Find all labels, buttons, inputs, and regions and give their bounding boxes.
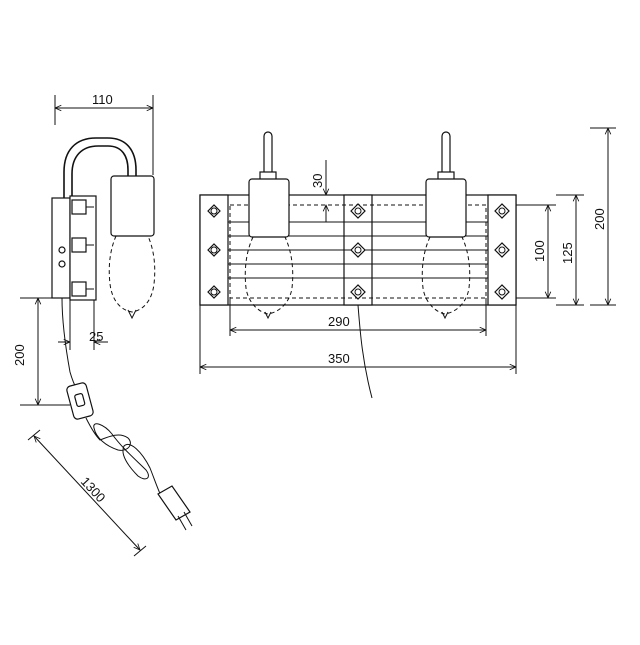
dimension-label: 30 <box>310 174 325 188</box>
dimension-label: 200 <box>12 344 27 366</box>
socket <box>248 178 290 238</box>
dimension-total-width: 350 <box>200 305 516 374</box>
dimension-label: 25 <box>89 329 103 344</box>
dimension-cable-length: 1300 <box>27 429 147 557</box>
socket <box>425 178 467 238</box>
dimension-label: 350 <box>328 351 350 366</box>
bolts <box>71 199 94 297</box>
power-cord <box>61 297 81 397</box>
dimension-label: 290 <box>328 314 350 329</box>
power-cord <box>357 304 373 399</box>
lamp-left <box>244 131 294 320</box>
front-view: 30 290 350 100 125 <box>200 128 616 399</box>
dimension-total-height: 200 <box>590 128 616 305</box>
bulb-outline <box>108 235 156 313</box>
dimension-bracket-height: 125 <box>556 195 584 305</box>
lamp-right <box>421 131 471 320</box>
dimension-inner-width: 290 <box>230 298 486 336</box>
dimension-plate-height: 100 <box>516 205 556 298</box>
bulb-outline <box>244 236 294 315</box>
dimension-side-width: 110 <box>55 92 153 175</box>
dimension-label: 200 <box>592 208 607 230</box>
dimension-label: 1300 <box>78 474 109 505</box>
curved-arm <box>63 137 137 200</box>
side-view: 110 <box>12 92 193 557</box>
dimension-plate-depth: 25 <box>58 300 108 350</box>
hex-bolts <box>207 203 510 300</box>
plug-icon <box>157 485 193 531</box>
dimension-label: 100 <box>532 240 547 262</box>
dimension-label: 110 <box>92 92 113 107</box>
dimension-label: 125 <box>560 242 575 264</box>
dimension-cord-vertical: 200 <box>12 298 70 405</box>
bulb-outline <box>421 236 471 315</box>
dimension-bulb-offset: 30 <box>292 160 338 222</box>
socket <box>110 175 155 237</box>
